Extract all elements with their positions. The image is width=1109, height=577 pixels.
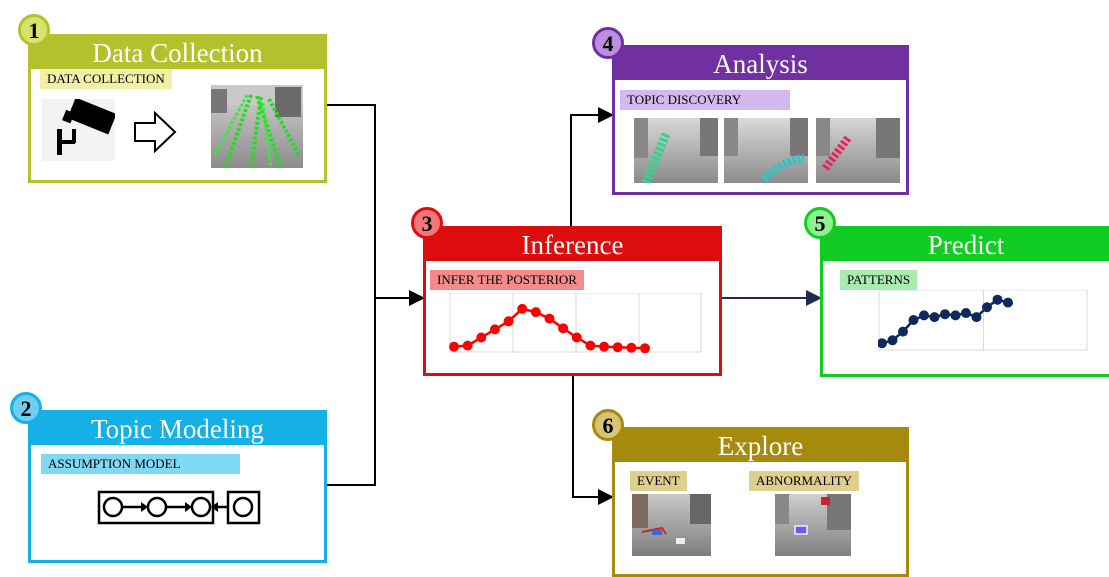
data-point <box>908 315 919 325</box>
data-point <box>919 310 929 321</box>
abnormality-tag: ABNORMALITY <box>749 471 860 491</box>
data-point <box>982 302 992 313</box>
data-point <box>887 335 898 346</box>
stage-tag: TOPIC DISCOVERY <box>620 90 790 110</box>
data-point <box>971 312 982 323</box>
stage-tag: PATTERNS <box>840 270 918 290</box>
event-image <box>632 494 711 556</box>
topic-image-3 <box>816 118 900 183</box>
data-point <box>489 324 500 335</box>
stage-badge-1: 1 <box>18 14 50 46</box>
stage-badge-4: 4 <box>592 27 624 59</box>
stage-badge-5: 5 <box>804 207 836 239</box>
arrow-right-icon <box>133 111 177 153</box>
data-point <box>544 313 555 324</box>
data-point <box>612 342 623 353</box>
data-point <box>929 312 940 323</box>
abnormality-image <box>775 494 851 556</box>
stage-title: Inference <box>426 229 719 261</box>
data-point <box>992 294 1003 305</box>
patterns-chart <box>878 290 1088 351</box>
data-point <box>640 343 650 353</box>
data-point <box>462 340 473 351</box>
model-chain-icon <box>97 489 267 527</box>
stage-tag: DATA COLLECTION <box>40 69 172 89</box>
data-point <box>961 308 971 319</box>
stage-analysis: Analysis TOPIC DISCOVERY <box>612 45 909 195</box>
stage-title: Explore <box>615 430 906 462</box>
stage-title: Predict <box>823 229 1109 261</box>
stage-inference: Inference INFER THE POSTERIOR <box>423 226 722 376</box>
data-point <box>517 303 528 314</box>
connector-modeling <box>327 298 376 486</box>
data-point <box>449 341 459 352</box>
data-point <box>1003 297 1013 308</box>
arrow-to-analysis <box>570 107 614 226</box>
data-point <box>878 338 887 349</box>
posterior-chart <box>449 293 702 353</box>
stage-explore: Explore EVENT ABNORMALITY <box>612 427 909 577</box>
data-point <box>503 316 514 327</box>
data-point <box>626 342 637 353</box>
stage-badge-2: 2 <box>10 392 42 424</box>
stage-tag: INFER THE POSTERIOR <box>430 270 584 290</box>
topic-image-2 <box>724 118 808 183</box>
stage-predict: Predict PATTERNS <box>820 226 1109 377</box>
data-point <box>571 332 582 343</box>
stage-title: Data Collection <box>31 37 324 69</box>
data-point <box>530 307 541 318</box>
stage-title: Topic Modeling <box>31 413 324 445</box>
stage-badge-6: 6 <box>592 409 624 441</box>
event-tag: EVENT <box>630 471 687 491</box>
stage-title: Analysis <box>615 48 906 80</box>
trajectory-image <box>211 85 303 168</box>
data-point <box>476 332 487 343</box>
data-point <box>599 341 610 352</box>
stage-data-collection: Data Collection DATA COLLECTION <box>28 34 327 183</box>
arrow-to-explore <box>572 376 614 505</box>
topic-image-1 <box>634 118 718 183</box>
data-point <box>898 326 908 337</box>
data-point <box>558 323 569 334</box>
stage-tag: ASSUMPTION MODEL <box>41 454 240 474</box>
connector-collection <box>327 104 376 298</box>
data-point <box>585 340 596 351</box>
data-point <box>950 310 961 321</box>
data-point <box>940 309 950 320</box>
stage-topic-modeling: Topic Modeling ASSUMPTION MODEL <box>28 410 327 563</box>
stage-badge-3: 3 <box>411 207 443 239</box>
camera-icon <box>42 99 115 161</box>
